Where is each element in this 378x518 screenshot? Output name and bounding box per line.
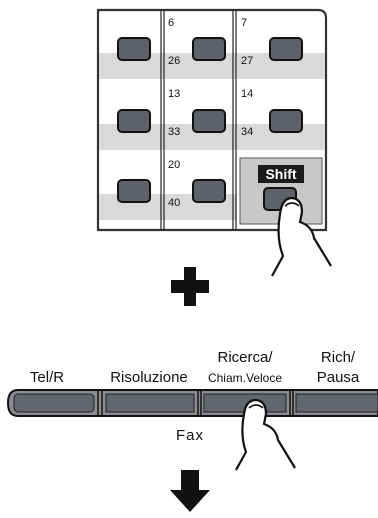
key-number-40: 40 <box>168 197 180 209</box>
rich-pausa-label-line1: Rich/ <box>321 349 356 366</box>
speed-dial-key-2[interactable] <box>118 110 150 132</box>
key-number-13: 13 <box>168 88 180 100</box>
speed-dial-key-20-40[interactable] <box>193 180 225 202</box>
speed-dial-key-6-26[interactable] <box>193 38 225 60</box>
tel-r-label: Tel/R <box>30 369 64 386</box>
key-number-26: 26 <box>168 55 180 67</box>
key-number-34: 34 <box>241 126 253 138</box>
key-number-7: 7 <box>241 17 247 29</box>
key-number-6: 6 <box>168 17 174 29</box>
fax-button-panel: Tel/R Risoluzione Ricerca/ Chiam.Veloce … <box>8 349 378 470</box>
speed-dial-key-14-34[interactable] <box>270 110 302 132</box>
speed-dial-key-13-33[interactable] <box>193 110 225 132</box>
risoluzione-button[interactable] <box>106 394 194 412</box>
speed-dial-panel: 6 26 7 27 13 33 14 34 20 40 Shift <box>98 10 331 276</box>
fax-group-label: Fax <box>176 427 204 444</box>
key-number-27: 27 <box>241 55 253 67</box>
ricerca-label-line1: Ricerca/ <box>217 349 273 366</box>
plus-icon <box>171 267 209 306</box>
tel-r-button[interactable] <box>14 394 94 412</box>
risoluzione-label: Risoluzione <box>110 369 188 386</box>
ricerca-label-line2: Chiam.Veloce <box>208 371 282 385</box>
key-number-20: 20 <box>168 159 180 171</box>
key-number-33: 33 <box>168 126 180 138</box>
shift-label: Shift <box>265 166 296 182</box>
rich-pausa-button[interactable] <box>296 394 378 412</box>
rich-pausa-label-line2: Pausa <box>317 369 360 386</box>
key-number-14: 14 <box>241 88 253 100</box>
speed-dial-key-1[interactable] <box>118 38 150 60</box>
speed-dial-key-7-27[interactable] <box>270 38 302 60</box>
speed-dial-key-3[interactable] <box>118 180 150 202</box>
down-arrow-icon <box>170 470 210 512</box>
